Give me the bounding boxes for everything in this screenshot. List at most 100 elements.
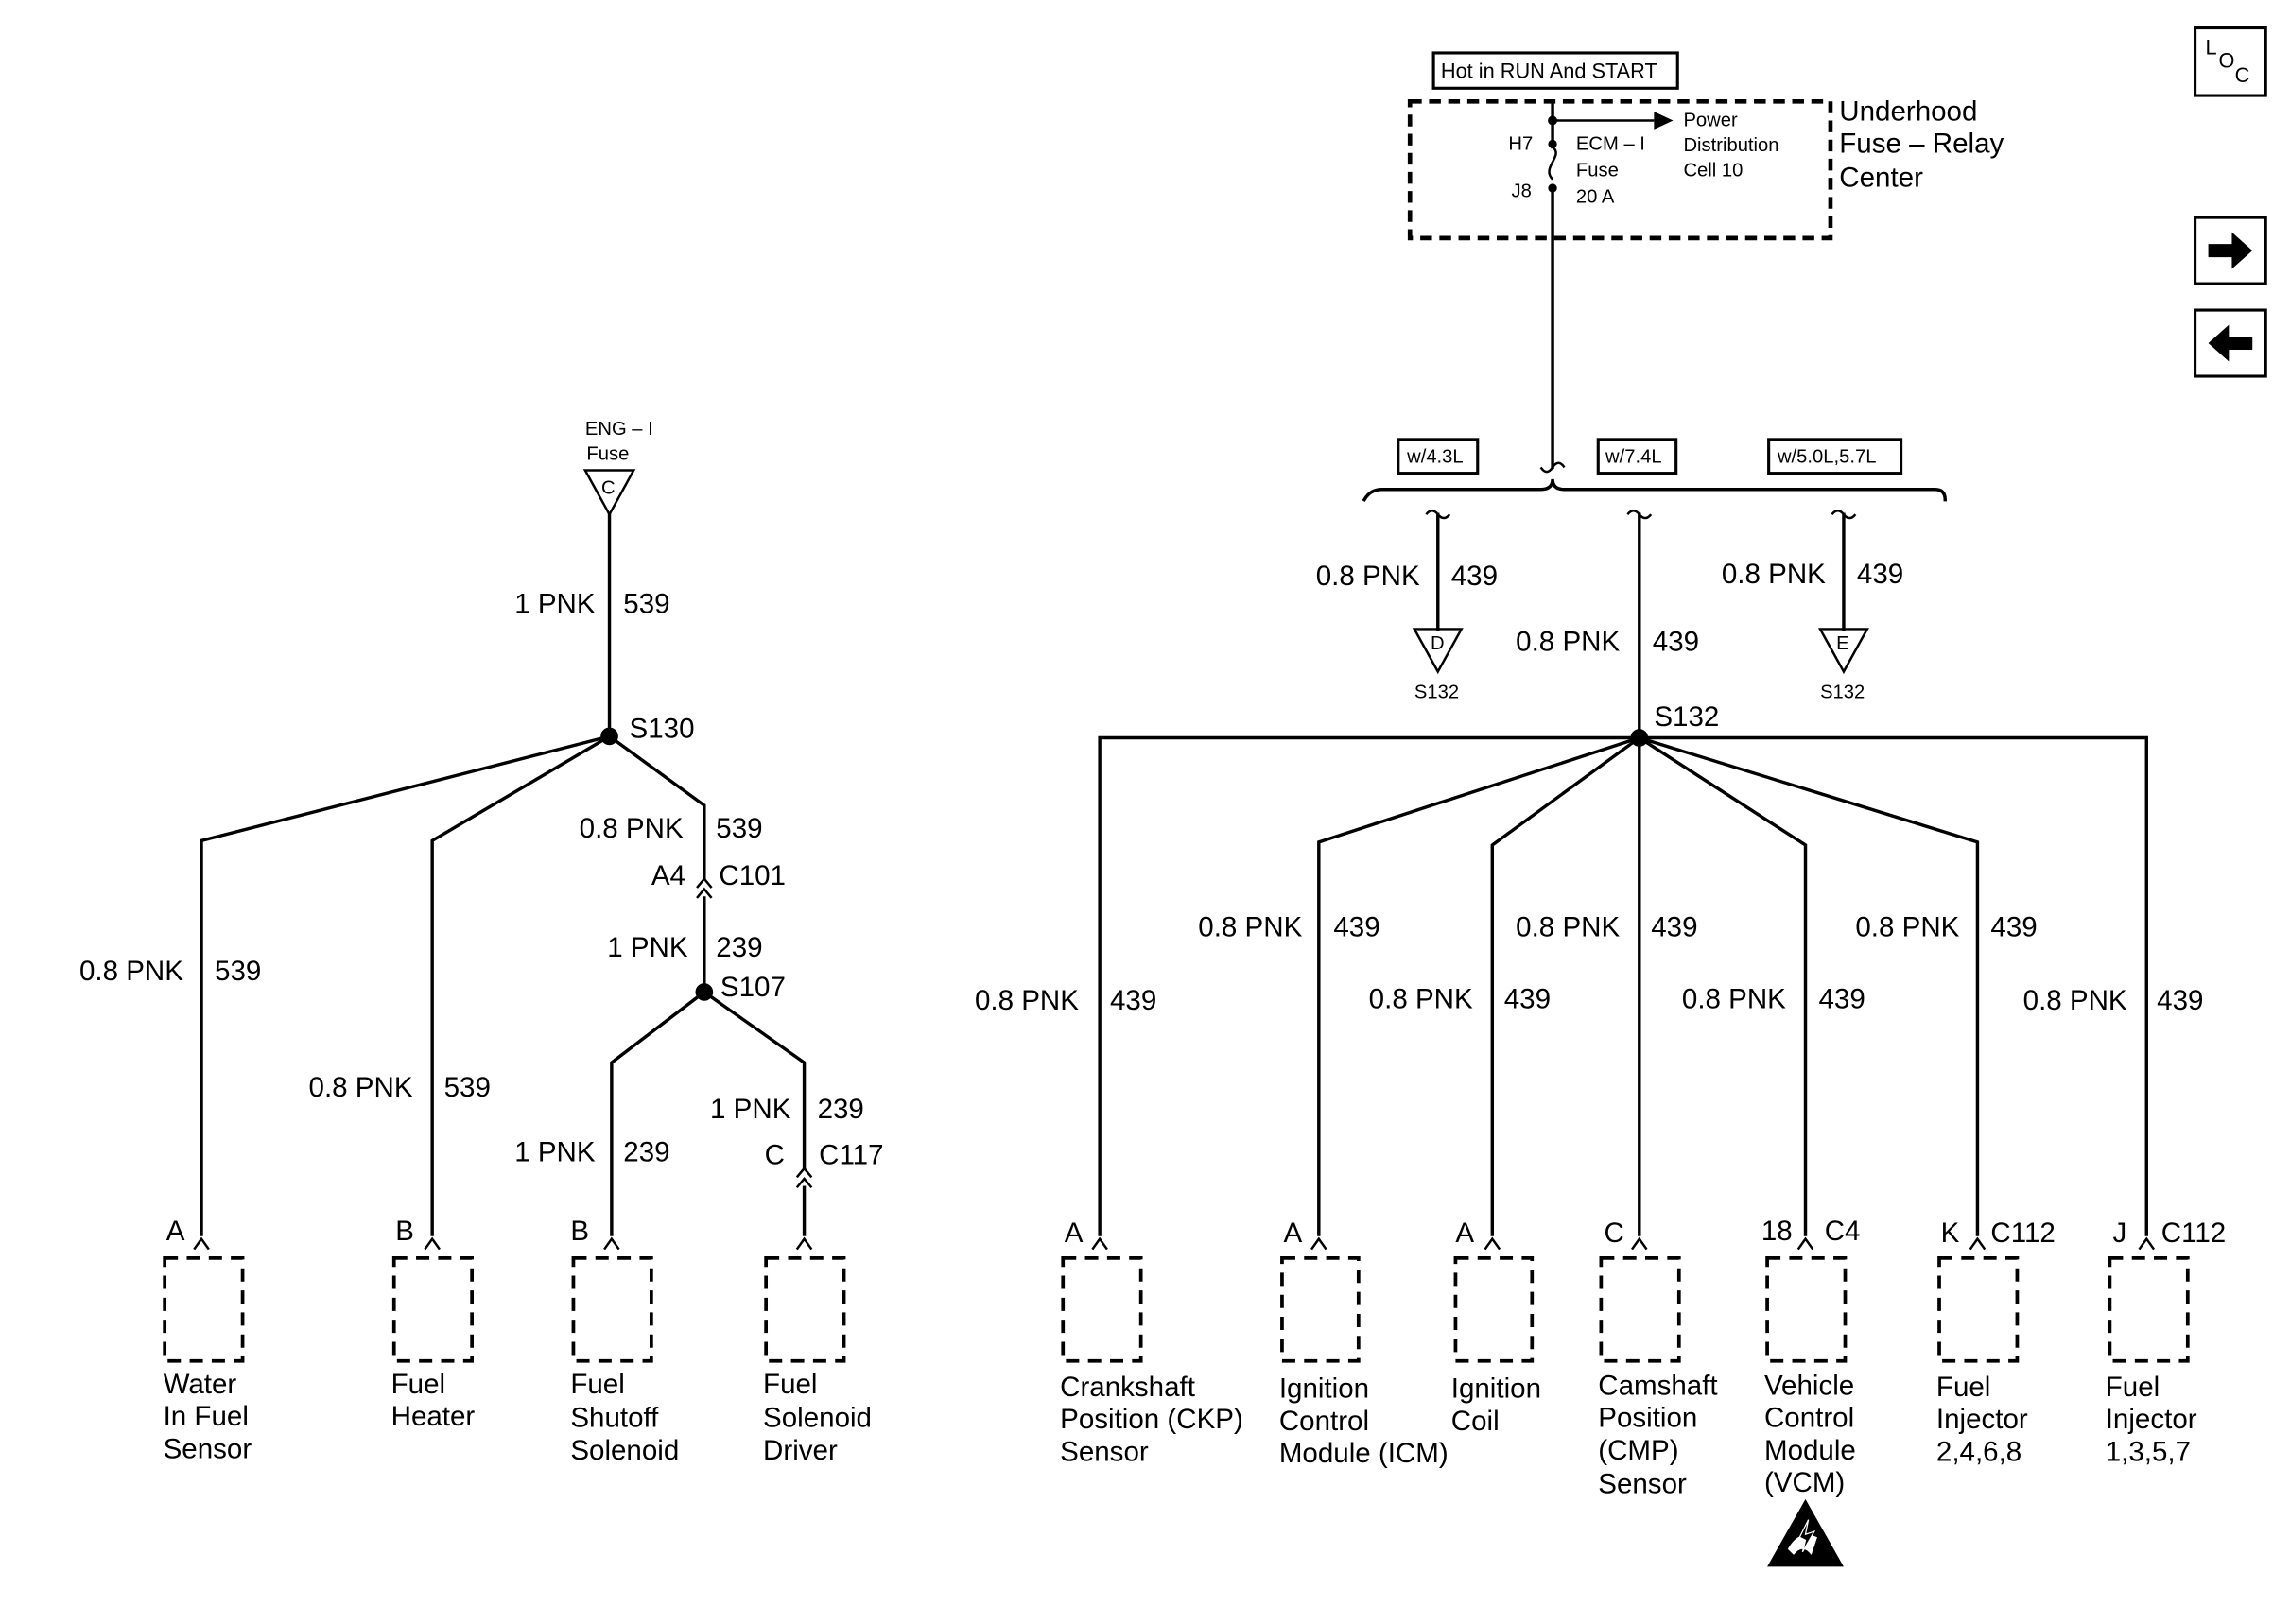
svg-text:Shutoff: Shutoff bbox=[570, 1403, 659, 1434]
splice-s130-label: S130 bbox=[630, 713, 695, 744]
loc-button[interactable]: L O C bbox=[2194, 26, 2267, 97]
svg-text:Injector: Injector bbox=[2106, 1404, 2197, 1435]
svg-text:Fuse: Fuse bbox=[1576, 161, 1619, 181]
fuel-heater-circuit: 539 bbox=[444, 1072, 491, 1103]
svg-text:Cell 10: Cell 10 bbox=[1683, 161, 1743, 181]
svg-text:Fuse – Relay: Fuse – Relay bbox=[1839, 129, 2004, 160]
branch-water-sensor-wire bbox=[200, 734, 612, 1236]
vcm-circuit: 439 bbox=[1819, 984, 1865, 1015]
branch-vcm-wire bbox=[1637, 735, 1808, 1236]
inj2468-circuit: 439 bbox=[1990, 911, 2037, 942]
branch-coil-wire bbox=[1490, 735, 1642, 1236]
c101-circuit: 539 bbox=[716, 813, 762, 844]
vcm-wire-size: 0.8 PNK bbox=[1682, 984, 1786, 1015]
coil-circuit: 439 bbox=[1504, 984, 1551, 1015]
connector-pin-icon bbox=[1484, 1236, 1501, 1251]
drop-d-circuit: 439 bbox=[1451, 561, 1498, 592]
inj1357-connector: C112 bbox=[2161, 1218, 2226, 1249]
branch-inj1357-wire bbox=[1638, 735, 2148, 1236]
fuel-heater-wire-size: 0.8 PNK bbox=[309, 1072, 413, 1103]
connector-c117-icon bbox=[795, 1166, 813, 1189]
svg-text:Module (ICM): Module (ICM) bbox=[1279, 1438, 1449, 1469]
svg-text:2,4,6,8: 2,4,6,8 bbox=[1936, 1436, 2021, 1467]
splice-s107-label: S107 bbox=[720, 972, 786, 1003]
option-43l: w/4.3L bbox=[1397, 438, 1480, 475]
svg-text:Sensor: Sensor bbox=[1060, 1436, 1149, 1467]
component-fuel-heater: B Fuel Heater bbox=[391, 1216, 476, 1432]
connector-pin-icon bbox=[1310, 1236, 1327, 1251]
underhood-fuse-relay-center-label: Underhood Fuse – Relay Center bbox=[1839, 95, 2004, 193]
c101-wire-size: 0.8 PNK bbox=[580, 813, 684, 844]
esd-sensitive-icon bbox=[1767, 1498, 1844, 1567]
component-fuel-shutoff-solenoid: B Fuel Shutoff Solenoid bbox=[570, 1216, 679, 1466]
component-icm: A Ignition Control Module (ICM) bbox=[1279, 1218, 1449, 1469]
ckp-circuit: 439 bbox=[1110, 985, 1156, 1016]
svg-text:Underhood: Underhood bbox=[1839, 95, 1977, 127]
svg-text:w/7.4L: w/7.4L bbox=[1605, 447, 1662, 468]
eng-fuse-source-icon bbox=[582, 469, 636, 517]
connector-pin-icon bbox=[1091, 1236, 1108, 1251]
svg-text:ECM – I: ECM – I bbox=[1576, 134, 1645, 155]
svg-text:Position: Position bbox=[1598, 1403, 1697, 1434]
svg-text:(CMP): (CMP) bbox=[1598, 1435, 1678, 1466]
inj1357-wire-size: 0.8 PNK bbox=[2023, 985, 2127, 1016]
s107-feed-circuit: 239 bbox=[716, 932, 762, 963]
svg-text:In Fuel: In Fuel bbox=[164, 1401, 249, 1432]
connector-pin-icon bbox=[1969, 1236, 1987, 1251]
inj2468-pin: K bbox=[1941, 1218, 1960, 1249]
branch-icm-wire bbox=[1317, 735, 1641, 1236]
vcm-connector: C4 bbox=[1825, 1216, 1861, 1247]
next-page-button[interactable] bbox=[2194, 216, 2267, 285]
component-fuel-injector-2468: K C112 Fuel Injector 2,4,6,8 bbox=[1936, 1218, 2056, 1468]
svg-text:Sensor: Sensor bbox=[1598, 1469, 1687, 1500]
splice-ref-e-icon bbox=[1817, 628, 1869, 675]
option-50l-57l: w/5.0L,5.7L bbox=[1767, 438, 1903, 475]
arrow-left-icon bbox=[2208, 324, 2253, 362]
fuel-heater-pin: B bbox=[395, 1216, 414, 1247]
svg-text:Camshaft: Camshaft bbox=[1598, 1370, 1717, 1401]
svg-text:Center: Center bbox=[1839, 162, 1923, 193]
ecm-fuse-label: ECM – I Fuse 20 A bbox=[1576, 134, 1645, 208]
underhood-fuse-relay-center-box bbox=[1407, 98, 1833, 241]
connector-pin-icon bbox=[795, 1236, 813, 1251]
connector-pin-icon bbox=[2138, 1236, 2156, 1251]
splice-ref-d-letter: D bbox=[1431, 633, 1445, 654]
shutoff-pin: B bbox=[570, 1216, 589, 1247]
svg-text:Fuel: Fuel bbox=[2106, 1372, 2160, 1403]
c117-pin: C bbox=[765, 1139, 785, 1170]
svg-text:Injector: Injector bbox=[1936, 1404, 2028, 1435]
component-water-in-fuel-sensor: A Water In Fuel Sensor bbox=[163, 1216, 252, 1464]
hot-in-run-start-label: Hot in RUN And START bbox=[1431, 51, 1679, 90]
svg-text:Heater: Heater bbox=[391, 1401, 476, 1432]
inj2468-connector: C112 bbox=[1990, 1218, 2055, 1249]
splice-ref-e-label: S132 bbox=[1820, 682, 1865, 703]
splice-s132-label: S132 bbox=[1654, 701, 1719, 733]
svg-text:Fuel: Fuel bbox=[391, 1369, 445, 1400]
fuse-pin-j8: J8 bbox=[1512, 181, 1532, 201]
svg-text:(VCM): (VCM) bbox=[1764, 1467, 1845, 1498]
svg-text:Sensor: Sensor bbox=[164, 1433, 252, 1464]
connector-pin-icon bbox=[1631, 1236, 1648, 1251]
splice-ref-d-label: S132 bbox=[1414, 682, 1459, 703]
fuse-terminal-in bbox=[1548, 139, 1557, 149]
component-ignition-coil: A Ignition Coil bbox=[1451, 1218, 1541, 1437]
fuse-icon bbox=[1548, 146, 1557, 181]
previous-page-button[interactable] bbox=[2194, 308, 2267, 378]
cmp-circuit: 439 bbox=[1651, 911, 1697, 942]
vcm-pin: 18 bbox=[1761, 1216, 1793, 1247]
loc-letter-l: L bbox=[2205, 36, 2216, 60]
icm-wire-size: 0.8 PNK bbox=[1198, 911, 1302, 942]
svg-text:1,3,5,7: 1,3,5,7 bbox=[2106, 1436, 2191, 1467]
power-distribution-arrow-icon bbox=[1654, 112, 1674, 130]
c117-wire-size: 1 PNK bbox=[710, 1094, 791, 1125]
svg-text:Ignition: Ignition bbox=[1279, 1373, 1369, 1405]
branch-ckp-wire bbox=[1098, 735, 1641, 1236]
branch-inj2468-wire bbox=[1637, 735, 1980, 1236]
svg-text:Crankshaft: Crankshaft bbox=[1060, 1372, 1195, 1403]
splice-ref-d-icon bbox=[1412, 628, 1464, 675]
loc-letter-c: C bbox=[2235, 63, 2250, 87]
s130-feed-circuit: 539 bbox=[623, 588, 669, 619]
connector-pin-icon bbox=[424, 1236, 441, 1251]
drop-e-wire-size: 0.8 PNK bbox=[1722, 559, 1826, 590]
